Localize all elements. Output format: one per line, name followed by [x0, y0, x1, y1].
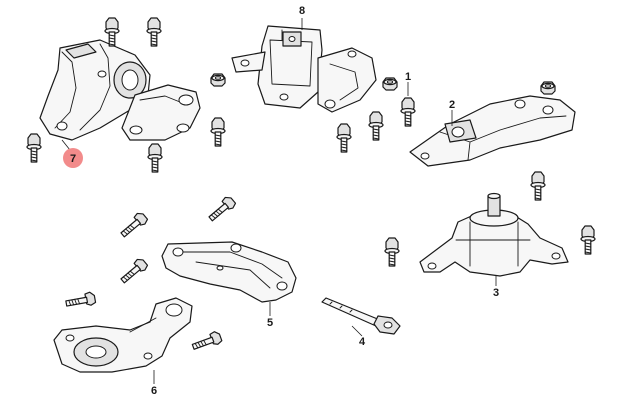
bolt-icon [190, 329, 224, 354]
callout-4: 4 [359, 336, 366, 348]
callout-label: 6 [151, 385, 157, 397]
callout-2: 2 [449, 99, 455, 111]
part-6-torque-rod-mount [53, 297, 193, 373]
bolt-icon [117, 210, 150, 241]
bolt-icon [205, 194, 238, 225]
bolt-icon [210, 117, 226, 147]
callout-label: 1 [405, 71, 411, 83]
bolt-icon [147, 143, 163, 173]
callout-label: 2 [449, 99, 455, 111]
callout-1: 1 [405, 71, 411, 83]
bolt-icon [580, 225, 596, 255]
part-8-engine-mount [231, 25, 377, 113]
bolt-icon [384, 237, 400, 267]
bolt-icon [336, 123, 352, 153]
highlight-circle [63, 148, 83, 168]
callout-5: 5 [267, 317, 273, 329]
part-4-long-bolt [321, 297, 401, 335]
bolt-icon [530, 171, 546, 201]
callout-label: 5 [267, 317, 273, 329]
nut-icon [210, 73, 226, 87]
part-2-bracket [409, 95, 576, 167]
bolt-icon [64, 290, 97, 310]
part-5-bracket [161, 241, 297, 303]
callout-label: 7 [70, 153, 76, 165]
callout-label: 8 [299, 5, 305, 17]
nut-icon [540, 81, 556, 95]
bolt-icon [117, 256, 150, 287]
callout-7-highlighted: 7 [63, 148, 83, 168]
leader-lines [61, 18, 497, 384]
callout-6: 6 [151, 385, 157, 397]
bolt-icon [146, 17, 162, 47]
part-3-hydraulic-mount [419, 192, 569, 277]
bolt-icon [26, 133, 42, 163]
callout-3: 3 [493, 287, 499, 299]
part-7-engine-mount [39, 39, 201, 141]
bolt-icon [400, 97, 416, 127]
callout-label: 3 [493, 287, 499, 299]
callout-8: 8 [299, 5, 305, 17]
callout-label: 4 [359, 336, 366, 348]
bolt-icon [368, 111, 384, 141]
nut-icon [382, 77, 398, 91]
bolt-icon [104, 17, 120, 47]
